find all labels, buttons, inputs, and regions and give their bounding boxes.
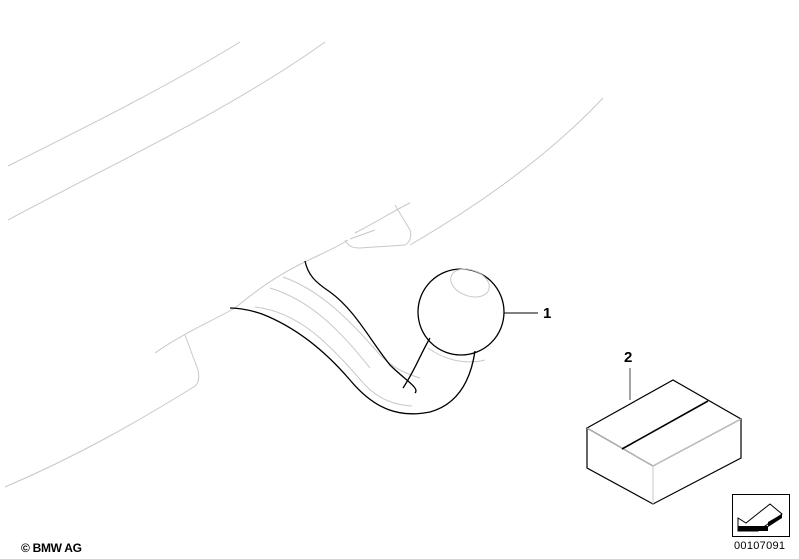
tow-ball	[417, 268, 505, 356]
back-arrow-icon[interactable]	[732, 494, 790, 537]
document-number: 00107091	[734, 540, 786, 552]
vehicle-body-outline	[4, 41, 604, 488]
callout-1-label: 1	[543, 305, 552, 322]
copyright-text: © BMW AG	[21, 541, 82, 555]
callout-2-label: 2	[624, 349, 633, 366]
parts-box	[585, 368, 743, 505]
tow-hitch	[229, 260, 505, 415]
